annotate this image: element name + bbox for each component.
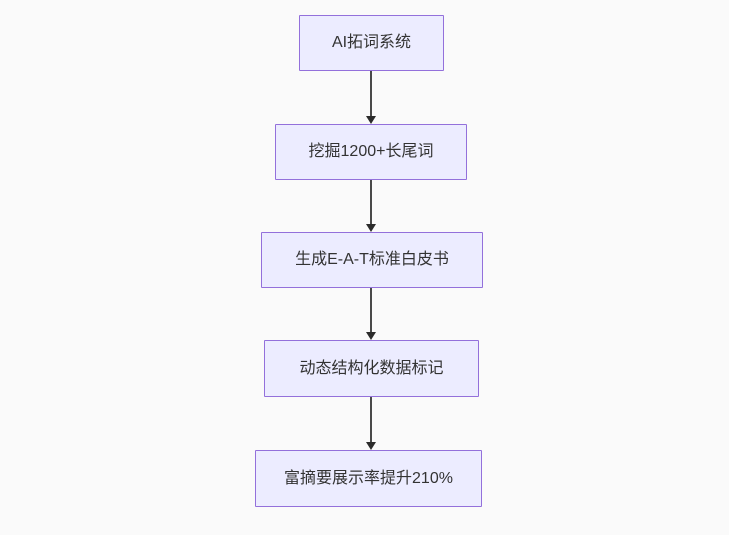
arrow-head-icon (366, 116, 376, 124)
arrow-down-icon (366, 71, 376, 124)
node-label: 生成E-A-T标准白皮书 (295, 251, 449, 268)
arrow-head-icon (366, 442, 376, 450)
node-label: 富摘要展示率提升210% (284, 469, 453, 487)
flowchart-node-eat-whitepaper: 生成E-A-T标准白皮书 (261, 232, 483, 288)
flowchart-node-structured-data: 动态结构化数据标记 (264, 340, 479, 397)
arrow-line (370, 180, 372, 226)
arrow-head-icon (366, 224, 376, 232)
arrow-line (370, 71, 372, 118)
arrow-head-icon (366, 332, 376, 340)
node-label: 挖掘1200+长尾词 (308, 143, 434, 160)
arrow-down-icon (366, 180, 376, 232)
node-label: 动态结构化数据标记 (299, 359, 444, 377)
arrow-line (370, 288, 372, 334)
flowchart-node-longtail-keywords: 挖掘1200+长尾词 (275, 124, 467, 180)
flowchart-node-ai-expansion: AI拓词系统 (299, 15, 444, 71)
flowchart-node-rich-snippet-rate: 富摘要展示率提升210% (255, 450, 482, 507)
arrow-down-icon (366, 288, 376, 340)
arrow-down-icon (366, 397, 376, 450)
arrow-line (370, 397, 372, 444)
node-label: AI拓词系统 (331, 34, 412, 51)
